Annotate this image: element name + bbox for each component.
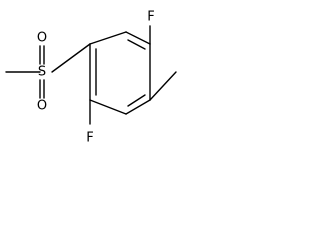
- atom-oxygen-bottom: O: [37, 99, 47, 114]
- ring-double-bond-inner-2: [127, 94, 146, 107]
- atom-sulfur: S: [38, 65, 46, 80]
- bond-ring-to-sulfur: [51, 43, 91, 73]
- bond-ring-to-methyl: [149, 71, 177, 101]
- atom-fluorine-top: F: [147, 10, 154, 25]
- ring-bond-c6-c1: [89, 31, 127, 45]
- ring-bond-c4-c5: [89, 99, 127, 115]
- atom-oxygen-top: O: [37, 31, 47, 46]
- ring-bond-c3-c4: [125, 99, 151, 115]
- atom-fluorine-bottom: F: [86, 131, 93, 146]
- ring-bond-c1-c2: [125, 31, 151, 45]
- ring-double-bond-inner-1: [127, 39, 146, 50]
- molecule-structure-diagram: F F S O O: [5, 10, 177, 146]
